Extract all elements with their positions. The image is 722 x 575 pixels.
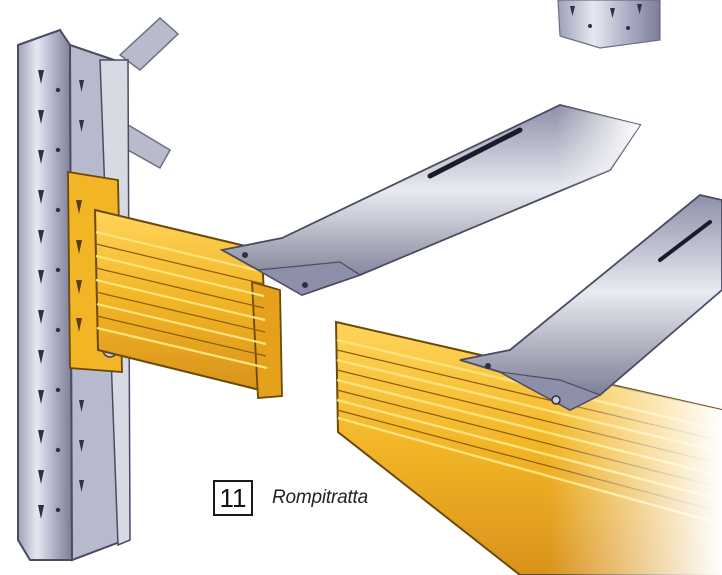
- lower-spacer-arm: [459, 194, 722, 412]
- left-yellow-beam: [93, 208, 283, 399]
- figure-number-box: 11: [213, 480, 253, 516]
- upright-slots: [38, 70, 84, 519]
- distant-upright: [557, 0, 661, 49]
- figure-caption: Rompitratta: [272, 487, 369, 508]
- figure-number: 11: [219, 482, 247, 513]
- upper-spacer-arm: [219, 104, 642, 296]
